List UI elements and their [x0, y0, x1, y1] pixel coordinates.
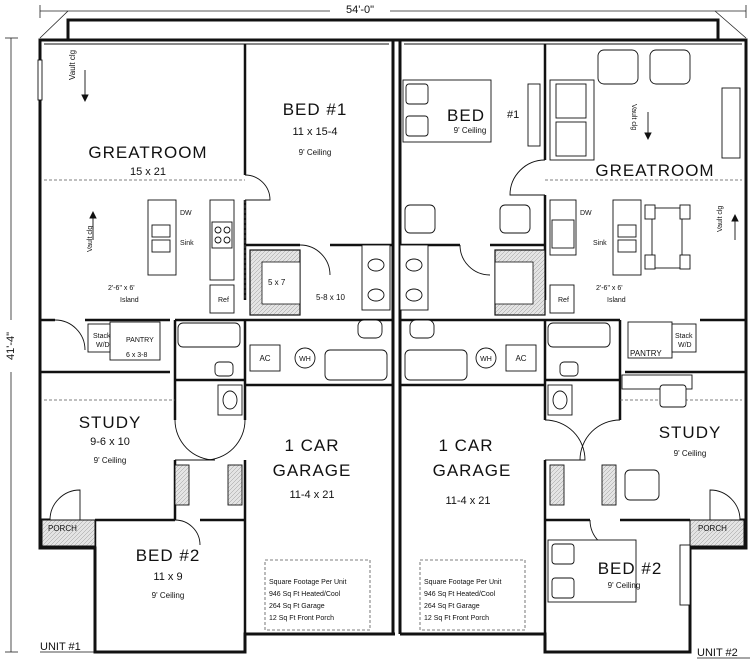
unit1-study-ceiling: 9' Ceiling: [94, 456, 127, 465]
unit2-garage-name1: 1 CAR: [438, 436, 493, 455]
unit2-bed1-num: #1: [507, 109, 519, 121]
width-dimension: 54'-0": [346, 4, 374, 16]
unit1-fixtures: [37, 59, 391, 506]
unit2-garage-name2: GARAGE: [433, 461, 512, 480]
unit2-label: UNIT #2: [697, 647, 738, 659]
unit2-wd: W/D: [678, 342, 692, 349]
unit2-dw: DW: [580, 210, 592, 217]
unit1-porch: PORCH: [48, 524, 77, 533]
dashed-separators: [44, 179, 742, 631]
unit1-bed2-size: 11 x 9: [153, 571, 182, 583]
unit1-labels: Vault clg GREATROOM 15 x 21 BED #1 11 x …: [40, 50, 352, 653]
unit1-ac: AC: [259, 354, 270, 363]
unit2-garage-size: 11-4 x 21: [445, 495, 490, 507]
unit2-stack: Stack: [675, 333, 693, 340]
unit1-footage-porch: 12 Sq Ft Front Porch: [269, 615, 334, 622]
unit2-bed2-name: BED #2: [598, 559, 663, 578]
unit2-island: Island: [607, 297, 626, 304]
unit2-ref: Ref: [558, 297, 569, 304]
unit2-footage-porch: 12 Sq Ft Front Porch: [424, 615, 489, 622]
unit2-greatroom-name: GREATROOM: [595, 161, 714, 180]
unit1-bed2-name: BED #2: [136, 546, 201, 565]
unit2-labels: BED #1 9' Ceiling Vault clg GREATROOM DW…: [424, 104, 738, 659]
door-swings: [49, 159, 741, 551]
unit1-island: Island: [120, 297, 139, 304]
unit2-footage-title: Square Footage Per Unit: [424, 579, 501, 586]
unit2-fixtures: [399, 49, 741, 606]
unit1-sink: Sink: [180, 240, 194, 247]
unit2-bed1-ceiling: 9' Ceiling: [454, 126, 487, 135]
unit2-study-ceiling: 9' Ceiling: [674, 449, 707, 458]
unit2-porch-area: [689, 519, 745, 547]
unit1-bed1-size: 11 x 15-4: [292, 126, 337, 138]
unit1-study-size: 9-6 x 10: [90, 436, 130, 448]
unit1-footage-title: Square Footage Per Unit: [269, 579, 346, 586]
unit2-walls: [400, 44, 746, 634]
unit1-porch-area: [41, 519, 96, 547]
unit1-wh: WH: [299, 356, 311, 363]
unit1-greatroom-name: GREATROOM: [88, 143, 207, 162]
unit1-label: UNIT #1: [40, 641, 81, 653]
unit2-bed1-name: BED: [447, 106, 485, 125]
depth-dimension: 41'-4": [5, 332, 17, 360]
unit1-ref: Ref: [218, 297, 229, 304]
unit1-greatroom-size: 15 x 21: [130, 166, 166, 178]
vault-arrows: [81, 70, 739, 240]
unit1-bed1-ceiling: 9' Ceiling: [299, 148, 332, 157]
unit2-footage-heated: 946 Sq Ft Heated/Cool: [424, 591, 496, 598]
unit1-garage-size: 11-4 x 21: [289, 489, 334, 501]
unit1-kitchen-vault: Vault clg: [87, 226, 94, 252]
unit1-wd: W/D: [96, 342, 110, 349]
unit2-wh: WH: [480, 356, 492, 363]
unit1-bed2-ceiling: 9' Ceiling: [152, 591, 185, 600]
unit2-pantry-name: PANTRY: [630, 349, 662, 358]
unit2-porch: PORCH: [698, 524, 727, 533]
unit1-study-name: STUDY: [79, 413, 142, 432]
unit1-dw: DW: [180, 210, 192, 217]
unit1-stack: Stack: [93, 333, 111, 340]
unit1-pantry-size: 6 x 3-8: [126, 352, 148, 359]
unit1-footage-heated: 946 Sq Ft Heated/Cool: [269, 591, 341, 598]
unit2-ac: AC: [515, 354, 526, 363]
unit2-kitchen-vault: Vault clg: [717, 206, 724, 232]
unit1-garage-name1: 1 CAR: [284, 436, 339, 455]
unit1-island-size: 2'-6" x 6': [108, 285, 135, 292]
unit1-closet-size: 5 x 7: [268, 278, 286, 287]
unit1-bed1-name: BED #1: [283, 100, 348, 119]
unit2-island-size: 2'-6" x 6': [596, 285, 623, 292]
unit2-greatroom-vault: Vault clg: [630, 104, 637, 130]
unit1-footage-garage: 264 Sq Ft Garage: [269, 603, 325, 610]
unit1-pantry-name: PANTRY: [126, 337, 154, 344]
unit2-sink: Sink: [593, 240, 607, 247]
unit2-bed2-ceiling: 9' Ceiling: [608, 581, 641, 590]
unit1-bath-size: 5-8 x 10: [316, 293, 345, 302]
unit2-footage-garage: 264 Sq Ft Garage: [424, 603, 480, 610]
unit2-study-name: STUDY: [659, 423, 722, 442]
unit1-greatroom-vault: Vault clg: [68, 50, 77, 80]
unit1-garage-name2: GARAGE: [273, 461, 352, 480]
